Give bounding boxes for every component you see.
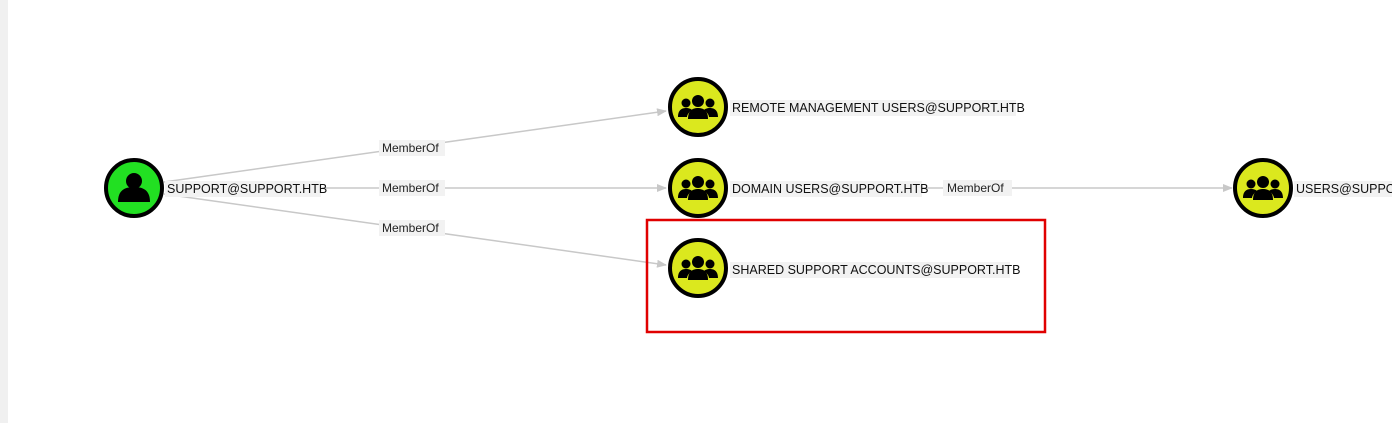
edge-label: MemberOf — [947, 181, 1004, 195]
node-remote-management-users[interactable]: REMOTE MANAGEMENT USERS@SUPPORT.HTB — [668, 77, 1025, 137]
node-domain-users[interactable]: DOMAIN USERS@SUPPORT.HTB — [668, 158, 929, 218]
node-label: SUPPORT@SUPPORT.HTB — [167, 182, 327, 196]
edge-domain-users-to-users[interactable]: MemberOf — [922, 180, 1233, 196]
edge-label: MemberOf — [382, 141, 439, 155]
node-support-user[interactable]: SUPPORT@SUPPORT.HTB — [104, 158, 327, 218]
node-label: SHARED SUPPORT ACCOUNTS@SUPPORT.HTB — [732, 263, 1020, 277]
edge-label: MemberOf — [382, 181, 439, 195]
highlight-box — [645, 218, 1047, 334]
node-label: REMOTE MANAGEMENT USERS@SUPPORT.HTB — [732, 101, 1025, 115]
node-label: USERS@SUPPORT.HTB — [1296, 182, 1392, 196]
node-shared-support-accounts[interactable]: SHARED SUPPORT ACCOUNTS@SUPPORT.HTB — [668, 238, 1020, 298]
edge-support-to-remote-management[interactable]: MemberOf — [163, 108, 667, 183]
edge-label: MemberOf — [382, 221, 439, 235]
edge-support-to-domain-users[interactable]: MemberOf — [322, 180, 667, 196]
node-label: DOMAIN USERS@SUPPORT.HTB — [732, 182, 929, 196]
left-panel-edge — [0, 0, 8, 423]
node-users[interactable]: USERS@SUPPORT.HTB — [1233, 158, 1392, 218]
edge-support-to-shared-support[interactable]: MemberOf — [163, 193, 667, 268]
